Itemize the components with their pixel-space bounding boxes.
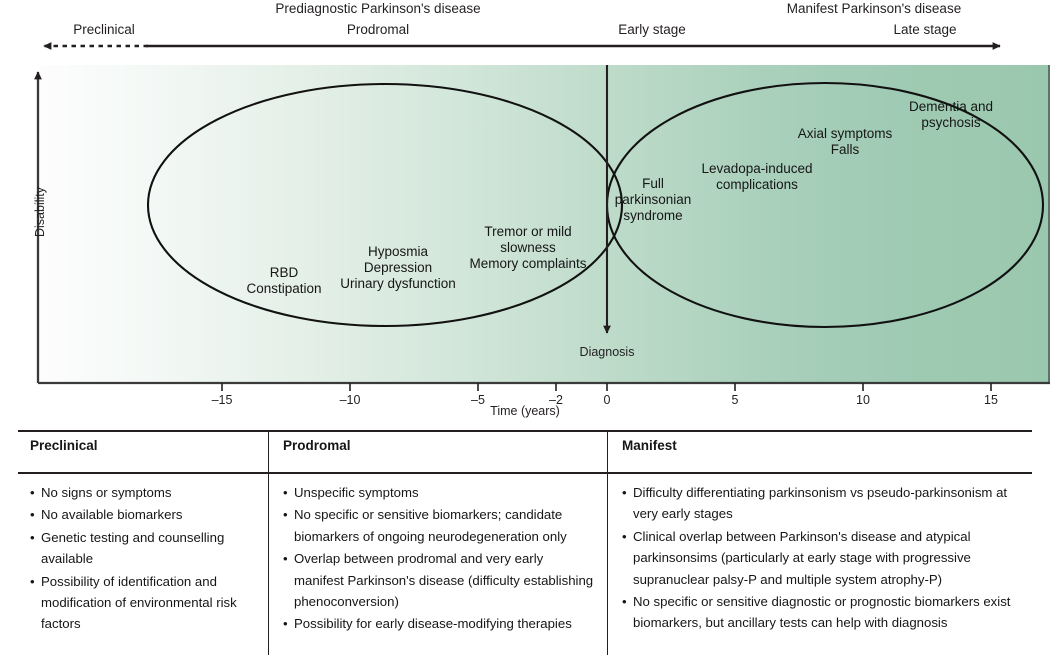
list-item: No specific or sensitive diagnostic or p…	[622, 591, 1022, 634]
header-group-prediagnostic: Prediagnostic Parkinson's disease	[275, 1, 481, 16]
header-stage-prodromal: Prodromal	[346, 22, 410, 37]
list-item: No available biomarkers	[30, 504, 255, 526]
x-tick--5: –5	[471, 393, 485, 407]
header-stage-early: Early stage	[618, 22, 686, 37]
column-header-manifest: Manifest	[622, 438, 677, 453]
header-stage-preclinical: Preclinical	[73, 22, 135, 37]
label-dementia-psychosis: Dementia and psychosis	[908, 99, 994, 130]
list-item: No specific or sensitive biomarkers; can…	[283, 504, 595, 547]
list-item: Genetic testing and counselling availabl…	[30, 527, 255, 570]
diagnosis-label: Diagnosis	[579, 345, 635, 359]
column-body-manifest: Difficulty differentiating parkinsonism …	[622, 482, 1022, 635]
list-item: Overlap between prodromal and very early…	[283, 548, 595, 612]
x-tick-0: 0	[603, 393, 611, 407]
x-tick--15: –15	[211, 393, 233, 407]
column-body-prodromal: Unspecific symptoms No specific or sensi…	[283, 482, 595, 636]
column-header-prodromal: Prodromal	[283, 438, 351, 453]
x-tick--10: –10	[339, 393, 361, 407]
label-hyposmia-depression-urinary: Hyposmia Depression Urinary dysfunction	[340, 244, 456, 291]
list-item: Unspecific symptoms	[283, 482, 595, 504]
column-body-preclinical: No signs or symptoms No available biomar…	[30, 482, 255, 636]
x-axis-title: Time (years)	[490, 404, 560, 418]
x-tick-5: 5	[731, 393, 739, 407]
header-group-manifest: Manifest Parkinson's disease	[786, 1, 962, 16]
list-item: Difficulty differentiating parkinsonism …	[622, 482, 1022, 525]
stage-summary-table: Preclinical No signs or symptoms No avai…	[18, 430, 1032, 655]
table-header-rule	[18, 472, 1032, 474]
header-stage-late: Late stage	[893, 22, 957, 37]
x-tick-10: 10	[856, 393, 870, 407]
x-tick--2: –2	[549, 393, 563, 407]
list-item: Clinical overlap between Parkinson's dis…	[622, 526, 1022, 590]
list-item: Possibility of identification and modifi…	[30, 571, 255, 635]
column-header-preclinical: Preclinical	[30, 438, 98, 453]
label-levadopa-induced-complications: Levadopa-induced complications	[701, 161, 813, 192]
x-tick-15: 15	[984, 393, 998, 407]
label-tremor-slowness-memory: Tremor or mild slowness Memory complaint…	[469, 224, 587, 271]
label-rbd-constipation: RBD Constipation	[246, 265, 322, 296]
y-axis-title: Disability	[33, 187, 47, 238]
table-divider-2	[607, 430, 608, 655]
label-axial-symptoms-falls: Axial symptoms Falls	[797, 126, 893, 157]
list-item: Possibility for early disease-modifying …	[283, 613, 595, 635]
list-item: No signs or symptoms	[30, 482, 255, 504]
label-full-parkinsonian-syndrome: Full parkinsonian syndrome	[614, 176, 692, 223]
table-top-rule	[18, 430, 1032, 432]
table-divider-1	[268, 430, 269, 655]
x-axis	[38, 381, 1050, 391]
